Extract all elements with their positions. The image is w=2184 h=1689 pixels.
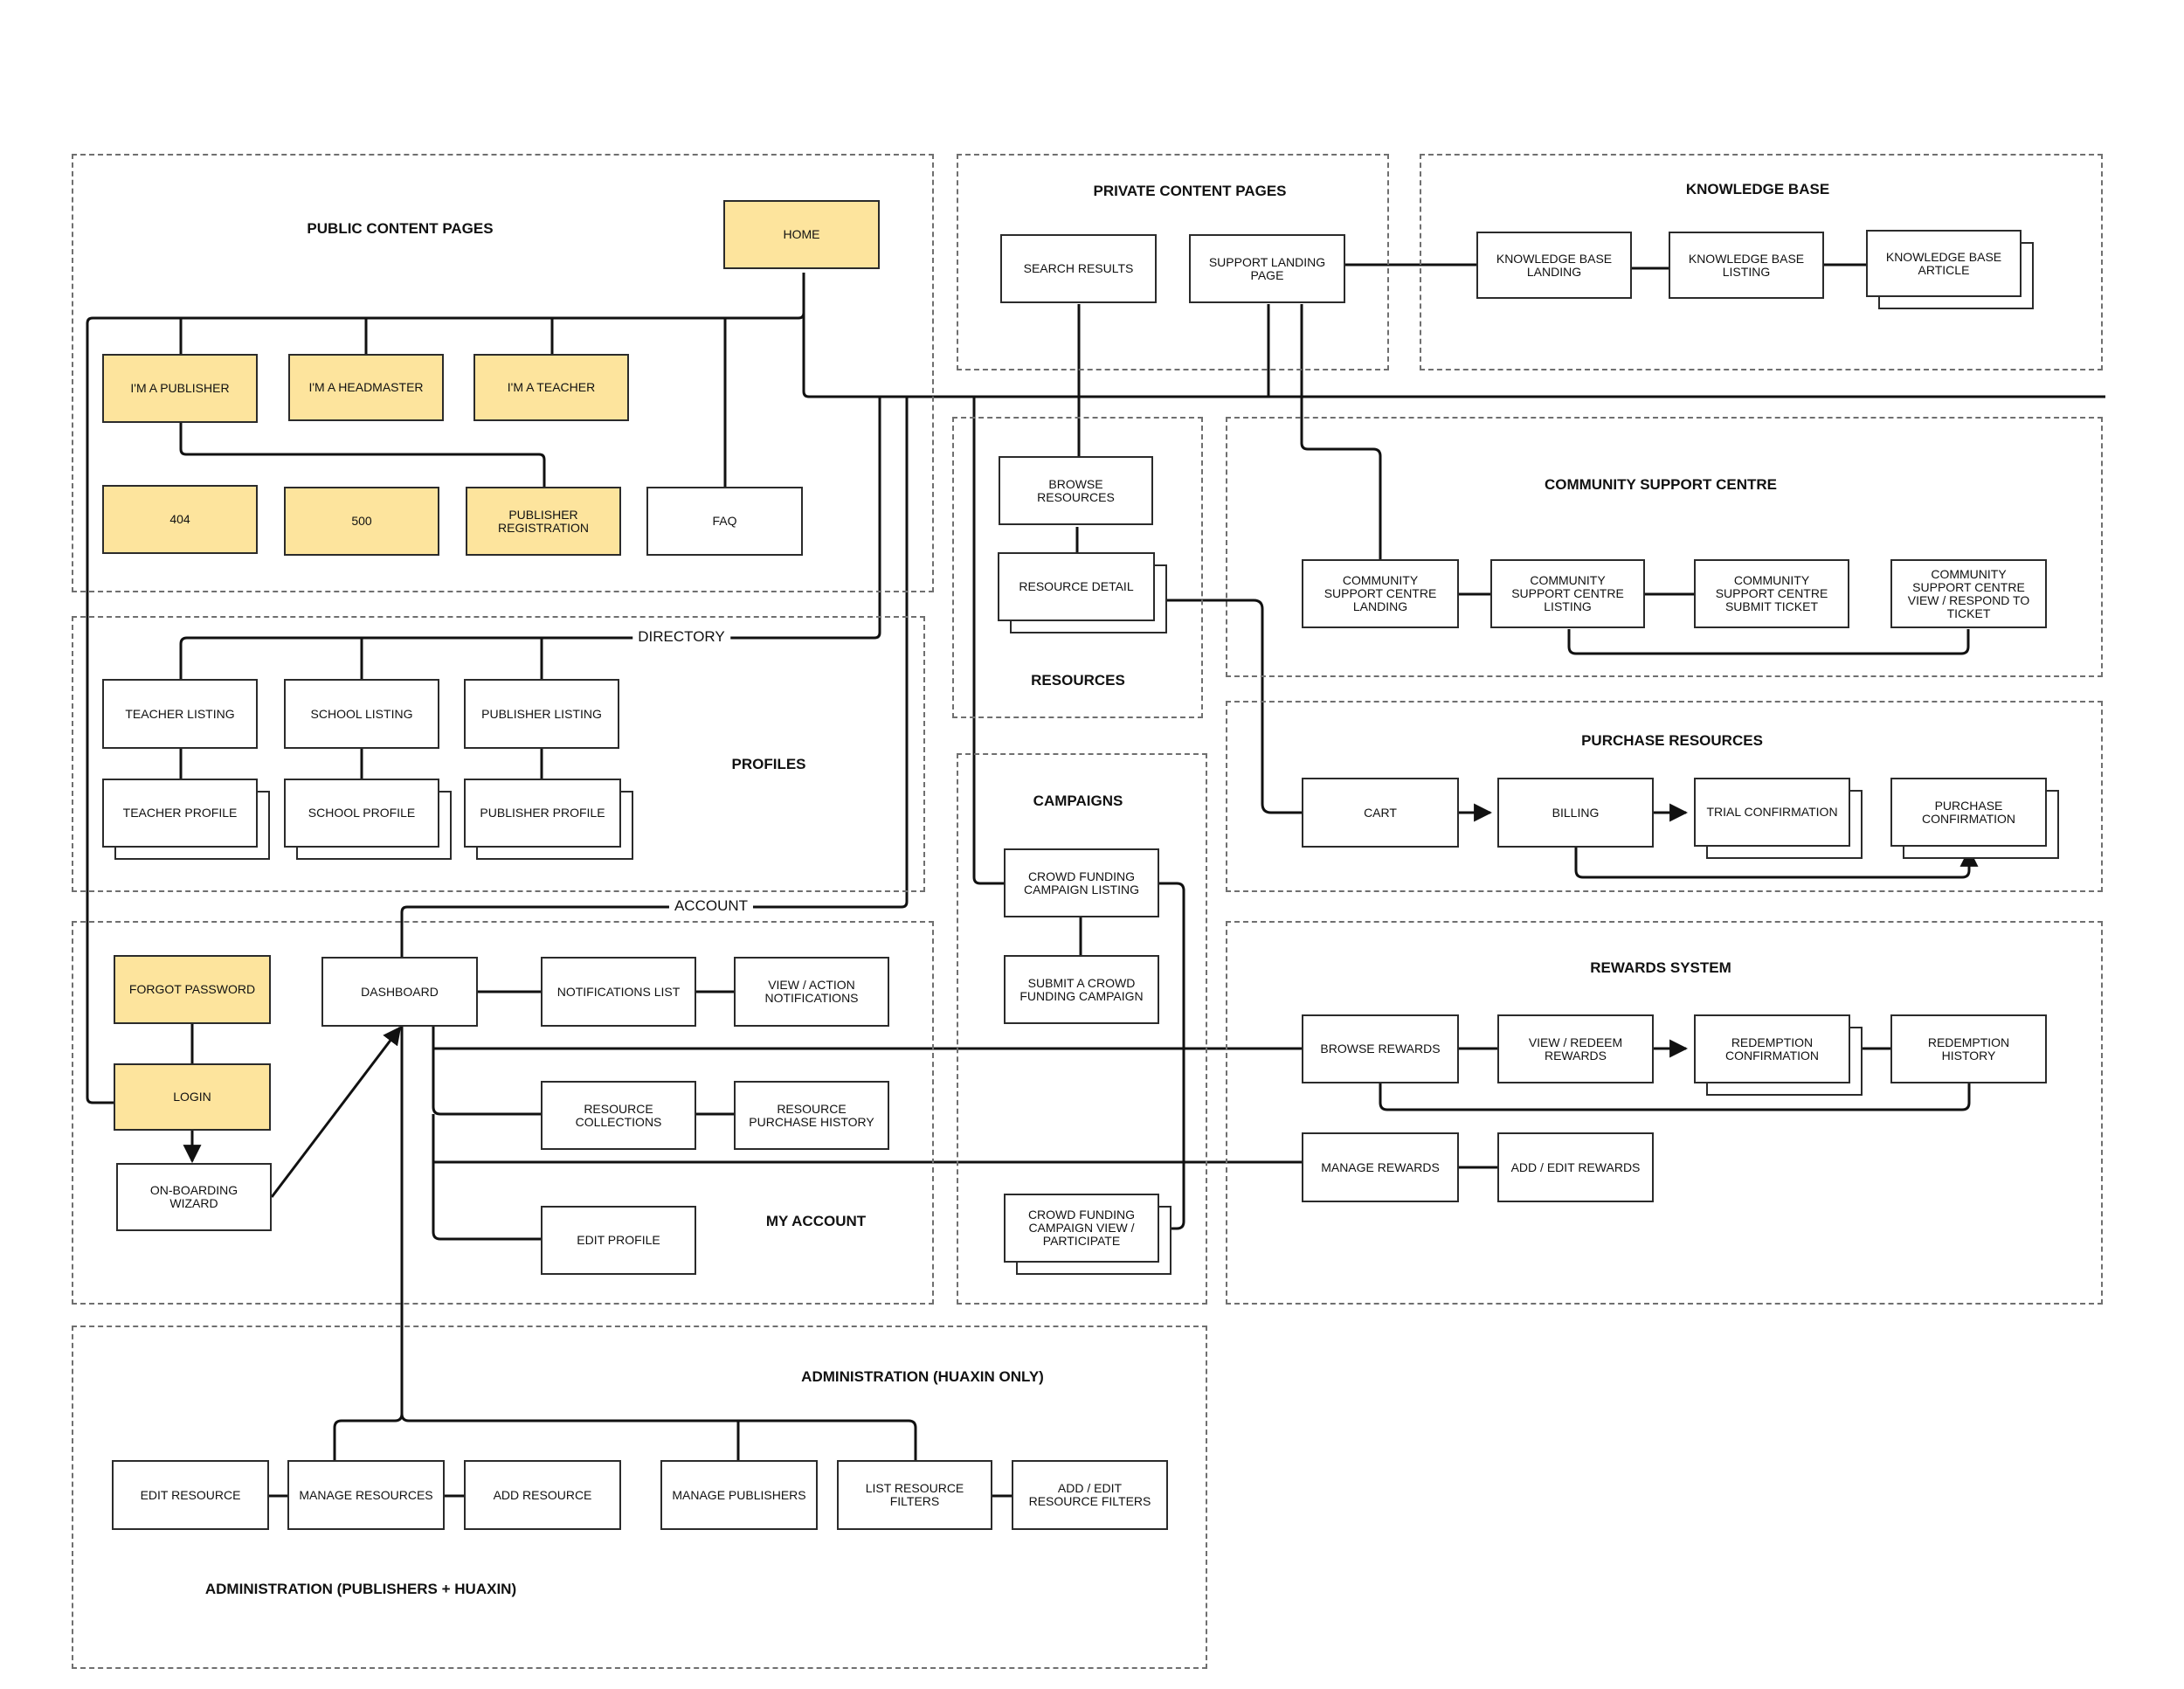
forgot-password-node[interactable]: FORGOT PASSWORD	[114, 955, 271, 1024]
csc-view-ticket-node[interactable]: COMMUNITY SUPPORT CENTRE VIEW / RESPOND …	[1890, 559, 2047, 628]
teacher-listing-node[interactable]: TEACHER LISTING	[102, 679, 258, 749]
directory-branch-line	[179, 397, 881, 679]
school-listing-node[interactable]: SCHOOL LISTING	[284, 679, 439, 749]
csc-listing-to-view-loop	[1567, 629, 1970, 655]
resource-collections-node[interactable]: RESOURCE COLLECTIONS	[541, 1081, 696, 1150]
section-rewards-system	[1226, 921, 2103, 1305]
edit-resource-node[interactable]: EDIT RESOURCE	[112, 1460, 269, 1530]
section-administration	[72, 1326, 1207, 1669]
section-private-content	[957, 154, 1389, 370]
section-campaigns	[957, 753, 1207, 1305]
notifications-list-node[interactable]: NOTIFICATIONS LIST	[541, 957, 696, 1027]
cart-node[interactable]: CART	[1302, 778, 1459, 848]
detail-to-cart-line	[1165, 599, 1302, 814]
cf-campaign-view-node[interactable]: CROWD FUNDING CAMPAIGN VIEW / PARTICIPAT…	[1004, 1194, 1159, 1263]
account-label: ACCOUNT	[668, 897, 754, 915]
csc-submit-ticket-node[interactable]: COMMUNITY SUPPORT CENTRE SUBMIT TICKET	[1694, 559, 1849, 628]
im-a-headmaster-node[interactable]: I'M A HEADMASTER	[288, 354, 444, 421]
title-resources: RESOURCES	[1031, 672, 1125, 689]
title-rewards-system: REWARDS SYSTEM	[1590, 959, 1731, 976]
manage-rewards-node[interactable]: MANAGE REWARDS	[1302, 1132, 1459, 1202]
publisher-to-registration-line	[179, 421, 546, 487]
section-resources	[952, 417, 1203, 718]
main-bus-line	[802, 273, 2105, 398]
dashboard-to-collections	[432, 1027, 541, 1116]
im-a-teacher-node[interactable]: I'M A TEACHER	[473, 354, 629, 421]
home-node[interactable]: HOME	[723, 200, 880, 269]
publisher-profile-node[interactable]: PUBLISHER PROFILE	[464, 779, 621, 848]
admin-hub-line	[333, 1413, 404, 1460]
csc-listing-node[interactable]: COMMUNITY SUPPORT CENTRE LISTING	[1490, 559, 1645, 628]
title-admin-huaxin: ADMINISTRATION (HUAXIN ONLY)	[801, 1368, 1044, 1385]
purchase-confirmation-node[interactable]: PURCHASE CONFIRMATION	[1890, 778, 2047, 847]
school-profile-node[interactable]: SCHOOL PROFILE	[284, 779, 439, 848]
csc-landing-node[interactable]: COMMUNITY SUPPORT CENTRE LANDING	[1302, 559, 1459, 628]
support-to-community-line	[1300, 304, 1382, 559]
im-a-publisher-node[interactable]: I'M A PUBLISHER	[102, 354, 258, 423]
dashboard-to-edit-profile	[432, 1114, 541, 1241]
title-profiles: PROFILES	[731, 756, 806, 772]
kb-listing-node[interactable]: KNOWLEDGE BASE LISTING	[1669, 232, 1824, 299]
manage-resources-node[interactable]: MANAGE RESOURCES	[287, 1460, 445, 1530]
add-edit-rewards-node[interactable]: ADD / EDIT REWARDS	[1497, 1132, 1654, 1202]
section-purchase-resources	[1226, 701, 2103, 892]
teacher-profile-node[interactable]: TEACHER PROFILE	[102, 779, 258, 848]
title-public-content: PUBLIC CONTENT PAGES	[307, 220, 494, 237]
list-resource-filters-node[interactable]: LIST RESOURCE FILTERS	[837, 1460, 992, 1530]
section-community-support	[1226, 417, 2103, 677]
cf-submit-campaign-node[interactable]: SUBMIT A CROWD FUNDING CAMPAIGN	[1004, 955, 1159, 1024]
section-my-account	[72, 921, 934, 1305]
error-500-node[interactable]: 500	[284, 487, 439, 556]
onboarding-wizard-node[interactable]: ON-BOARDING WIZARD	[116, 1163, 272, 1231]
title-purchase-resources: PURCHASE RESOURCES	[1581, 732, 1763, 749]
publisher-registration-node[interactable]: PUBLISHER REGISTRATION	[466, 487, 621, 556]
directory-label: DIRECTORY	[632, 628, 730, 646]
resource-detail-node[interactable]: RESOURCE DETAIL	[998, 552, 1155, 621]
resource-purchase-history-node[interactable]: RESOURCE PURCHASE HISTORY	[734, 1081, 889, 1150]
search-results-node[interactable]: SEARCH RESULTS	[1000, 234, 1157, 303]
browse-resources-node[interactable]: BROWSE RESOURCES	[999, 456, 1153, 525]
error-404-node[interactable]: 404	[102, 485, 258, 554]
title-knowledge-base: KNOWLEDGE BASE	[1685, 181, 1830, 197]
admin-hub-right-line	[400, 1413, 917, 1460]
title-private-content: PRIVATE CONTENT PAGES	[1093, 183, 1287, 199]
view-action-notifications-node[interactable]: VIEW / ACTION NOTIFICATIONS	[734, 957, 889, 1027]
billing-node[interactable]: BILLING	[1497, 778, 1654, 848]
support-landing-node[interactable]: SUPPORT LANDING PAGE	[1189, 234, 1345, 303]
redemption-history-node[interactable]: REDEMPTION HISTORY	[1890, 1014, 2047, 1083]
kb-landing-node[interactable]: KNOWLEDGE BASE LANDING	[1476, 232, 1632, 299]
billing-to-purchase-loop	[1574, 848, 1979, 879]
browse-rewards-node[interactable]: BROWSE REWARDS	[1302, 1014, 1459, 1083]
title-community-support: COMMUNITY SUPPORT CENTRE	[1544, 476, 1778, 493]
dashboard-node[interactable]: DASHBOARD	[321, 957, 478, 1027]
cf-listing-to-view-line	[1159, 882, 1185, 1230]
publisher-listing-node[interactable]: PUBLISHER LISTING	[464, 679, 619, 749]
section-public-content	[72, 154, 934, 592]
redemption-confirmation-node[interactable]: REDEMPTION CONFIRMATION	[1694, 1014, 1850, 1083]
title-admin-publishers: ADMINISTRATION (PUBLISHERS + HUAXIN)	[204, 1581, 517, 1597]
onboarding-to-dashboard-arrow	[270, 1026, 402, 1198]
kb-article-node[interactable]: KNOWLEDGE BASE ARTICLE	[1866, 230, 2022, 297]
add-edit-resource-filters-node[interactable]: ADD / EDIT RESOURCE FILTERS	[1012, 1460, 1168, 1530]
cf-campaign-listing-node[interactable]: CROWD FUNDING CAMPAIGN LISTING	[1004, 848, 1159, 917]
trial-confirmation-node[interactable]: TRIAL CONFIRMATION	[1694, 778, 1850, 847]
edit-profile-node[interactable]: EDIT PROFILE	[541, 1206, 696, 1275]
add-resource-node[interactable]: ADD RESOURCE	[464, 1460, 621, 1530]
faq-node[interactable]: FAQ	[646, 487, 803, 556]
title-my-account: MY ACCOUNT	[765, 1213, 867, 1229]
section-knowledge-base	[1420, 154, 2103, 370]
title-campaigns: CAMPAIGNS	[1033, 793, 1123, 809]
campaigns-branch-line	[972, 397, 1004, 885]
account-branch-line	[400, 397, 909, 957]
browse-to-history-loop	[1379, 1083, 1971, 1111]
login-node[interactable]: LOGIN	[114, 1063, 271, 1131]
manage-publishers-node[interactable]: MANAGE PUBLISHERS	[660, 1460, 818, 1530]
view-redeem-rewards-node[interactable]: VIEW / REDEEM REWARDS	[1497, 1014, 1654, 1083]
section-directory	[72, 616, 925, 892]
